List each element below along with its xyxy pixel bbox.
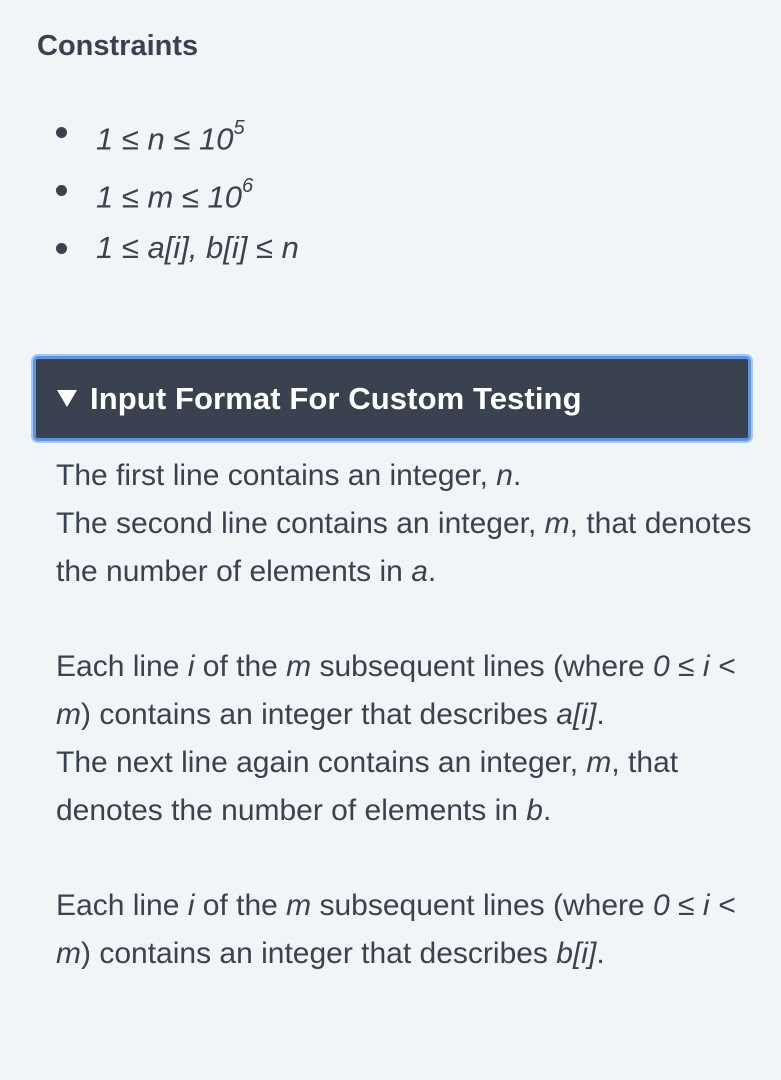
input-format-body: The first line contains an integer, n. T… — [56, 452, 756, 978]
constraint-text: 1 ≤ m ≤ 10 — [96, 179, 243, 215]
input-format-line: Each line i of the m subsequent lines (w… — [56, 643, 756, 739]
paragraph-gap — [56, 596, 756, 643]
constraint-item: 1 ≤ n ≤ 105 — [56, 110, 299, 168]
text-span: . — [596, 937, 605, 970]
text-span: . — [542, 794, 552, 827]
variable: i — [187, 650, 195, 683]
constraint-text: 1 ≤ n ≤ 10 — [96, 121, 234, 157]
constraint-item: 1 ≤ a[i], b[i] ≤ n — [56, 226, 299, 284]
text-span: subsequent lines (where — [311, 650, 654, 683]
bullet-icon — [56, 127, 67, 138]
variable: m — [286, 889, 312, 922]
input-format-line: The second line contains an integer, m, … — [56, 500, 756, 596]
text-span: ) contains an integer that describes — [81, 698, 557, 731]
constraints-heading: Constraints — [37, 30, 199, 62]
input-format-line: Each line i of the m subsequent lines (w… — [56, 882, 756, 978]
variable: i — [187, 889, 195, 922]
text-span: The second line contains an integer, — [56, 507, 545, 540]
text-span: of the — [194, 889, 287, 922]
variable: a[i] — [556, 698, 597, 731]
text-span: The first line contains an integer, — [56, 459, 497, 492]
text-span: . — [427, 555, 437, 588]
text-span: ) contains an integer that describes — [81, 937, 557, 970]
variable: b — [526, 794, 543, 827]
text-span: Each line — [56, 889, 188, 922]
variable: n — [496, 459, 513, 492]
caret-down-icon — [57, 390, 77, 407]
math-condition: 0 ≤ i < m — [56, 650, 736, 731]
text-span: , that denotes the number of elements in — [56, 507, 752, 588]
text-span: . — [512, 459, 522, 492]
accordion-title: Input Format For Custom Testing — [90, 380, 582, 416]
variable: m — [544, 507, 570, 540]
variable: m — [586, 746, 612, 779]
bullet-icon — [56, 243, 67, 254]
text-span: , that denotes the number of elements in — [56, 746, 679, 827]
constraints-list: 1 ≤ n ≤ 105 1 ≤ m ≤ 106 1 ≤ a[i], b[i] ≤… — [56, 110, 299, 284]
bullet-icon — [56, 185, 67, 196]
variable: m — [286, 650, 312, 683]
text-span: subsequent lines (where — [311, 889, 654, 922]
variable: b[i] — [556, 937, 597, 970]
constraint-exponent: 6 — [242, 175, 254, 197]
constraint-item: 1 ≤ m ≤ 106 — [56, 168, 299, 226]
input-format-line: The first line contains an integer, n. — [56, 452, 756, 500]
paragraph-gap — [56, 835, 756, 882]
input-format-line: The next line again contains an integer,… — [56, 739, 756, 835]
text-span: The next line again contains an integer, — [56, 746, 587, 779]
constraint-exponent: 5 — [233, 117, 245, 139]
text-span: Each line — [56, 650, 188, 683]
text-span: of the — [194, 650, 287, 683]
constraint-text: 1 ≤ a[i], b[i] ≤ n — [96, 230, 299, 265]
variable: a — [411, 555, 428, 588]
input-format-accordion-toggle[interactable]: Input Format For Custom Testing — [33, 356, 751, 441]
math-condition: 0 ≤ i < m — [56, 889, 736, 970]
text-span: . — [596, 698, 605, 731]
